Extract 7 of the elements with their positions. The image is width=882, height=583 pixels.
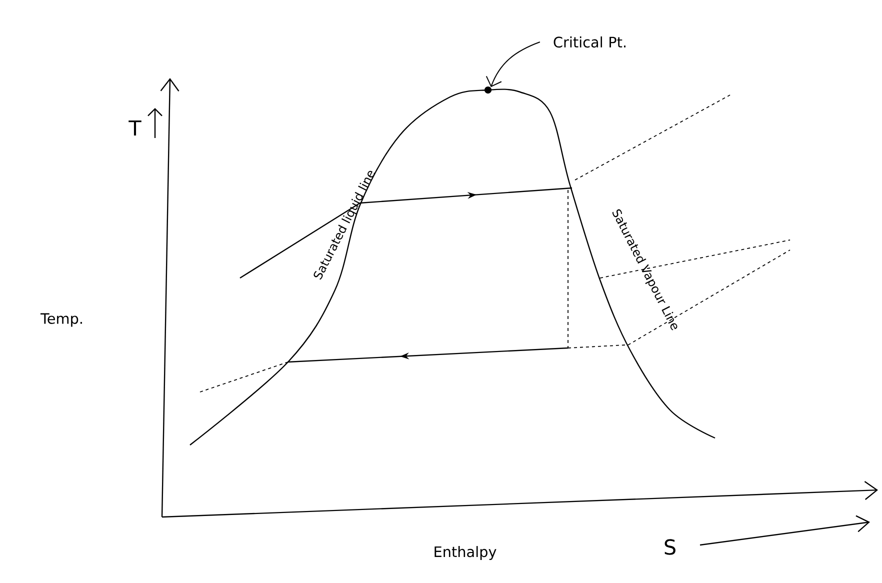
callout-text: Critical Pt. — [554, 36, 626, 48]
axis-label: S — [664, 539, 676, 555]
axis-label: T — [128, 120, 142, 136]
critical-point-dot — [484, 86, 492, 94]
leader-arrow — [486, 42, 540, 88]
axis-label: Temp. — [40, 313, 82, 327]
axis-label: Enthalpy — [434, 546, 496, 560]
